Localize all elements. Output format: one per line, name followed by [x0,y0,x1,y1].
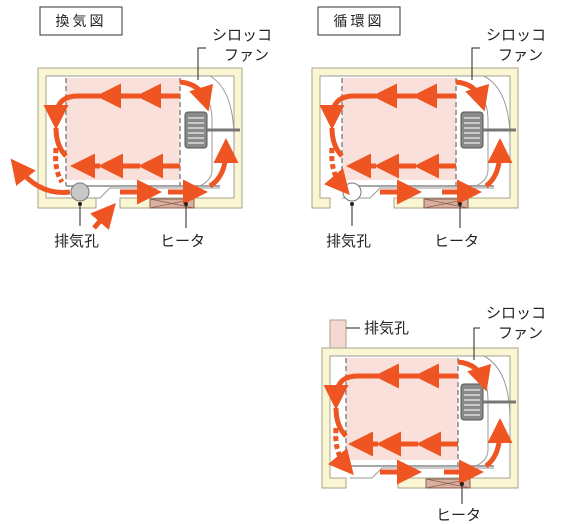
airflow-arrows [10,79,239,231]
heater-label: ヒータ [160,232,205,250]
oven-outer-wall [321,347,519,489]
circulation-title-box [317,6,401,36]
bottom-channel-wall [342,187,494,199]
exhaust-label: 排気孔 [54,232,99,250]
oven-outer-wall [311,67,519,209]
fan-label-line1: シロッコ [486,26,546,44]
ventilation-title: 換気図 [56,14,107,30]
exhaust-pipe [329,319,347,351]
fan-leader-line [197,47,206,80]
exhaust-vent-icon [70,182,90,202]
fan-leader-line [473,327,480,360]
sirocco-fan-icon [460,383,484,421]
fan-leader-line [471,47,480,80]
fan-label-line2: ファン [224,46,269,64]
circulation-title: 循環図 [334,14,385,30]
exhaust-vent-icon [342,182,362,202]
fan-label-line2: ファン [498,46,543,64]
airflow-arrows [323,359,513,485]
ventilation-panel: 換気図 [10,6,272,250]
fan-label-line2: ファン [498,324,543,342]
heater-label: ヒータ [434,232,479,250]
heater-label: ヒータ [436,506,481,524]
exhaust-label: 排気孔 [326,232,371,250]
circulation-panel: 循環図 シロッコ ファン 排気孔 [311,6,546,250]
sirocco-fan-icon [460,111,484,149]
bottom-channel-wall [350,467,494,479]
fan-label-line1: シロッコ [486,304,546,322]
airflow-arrows [319,79,513,205]
sirocco-fan-icon [184,111,208,149]
third-panel: 排気孔 シロッコ ファン ヒータ [321,304,546,524]
exhaust-label: 排気孔 [364,319,409,337]
fan-label-line1: シロッコ [212,26,272,44]
ventilation-title-box [39,6,123,36]
